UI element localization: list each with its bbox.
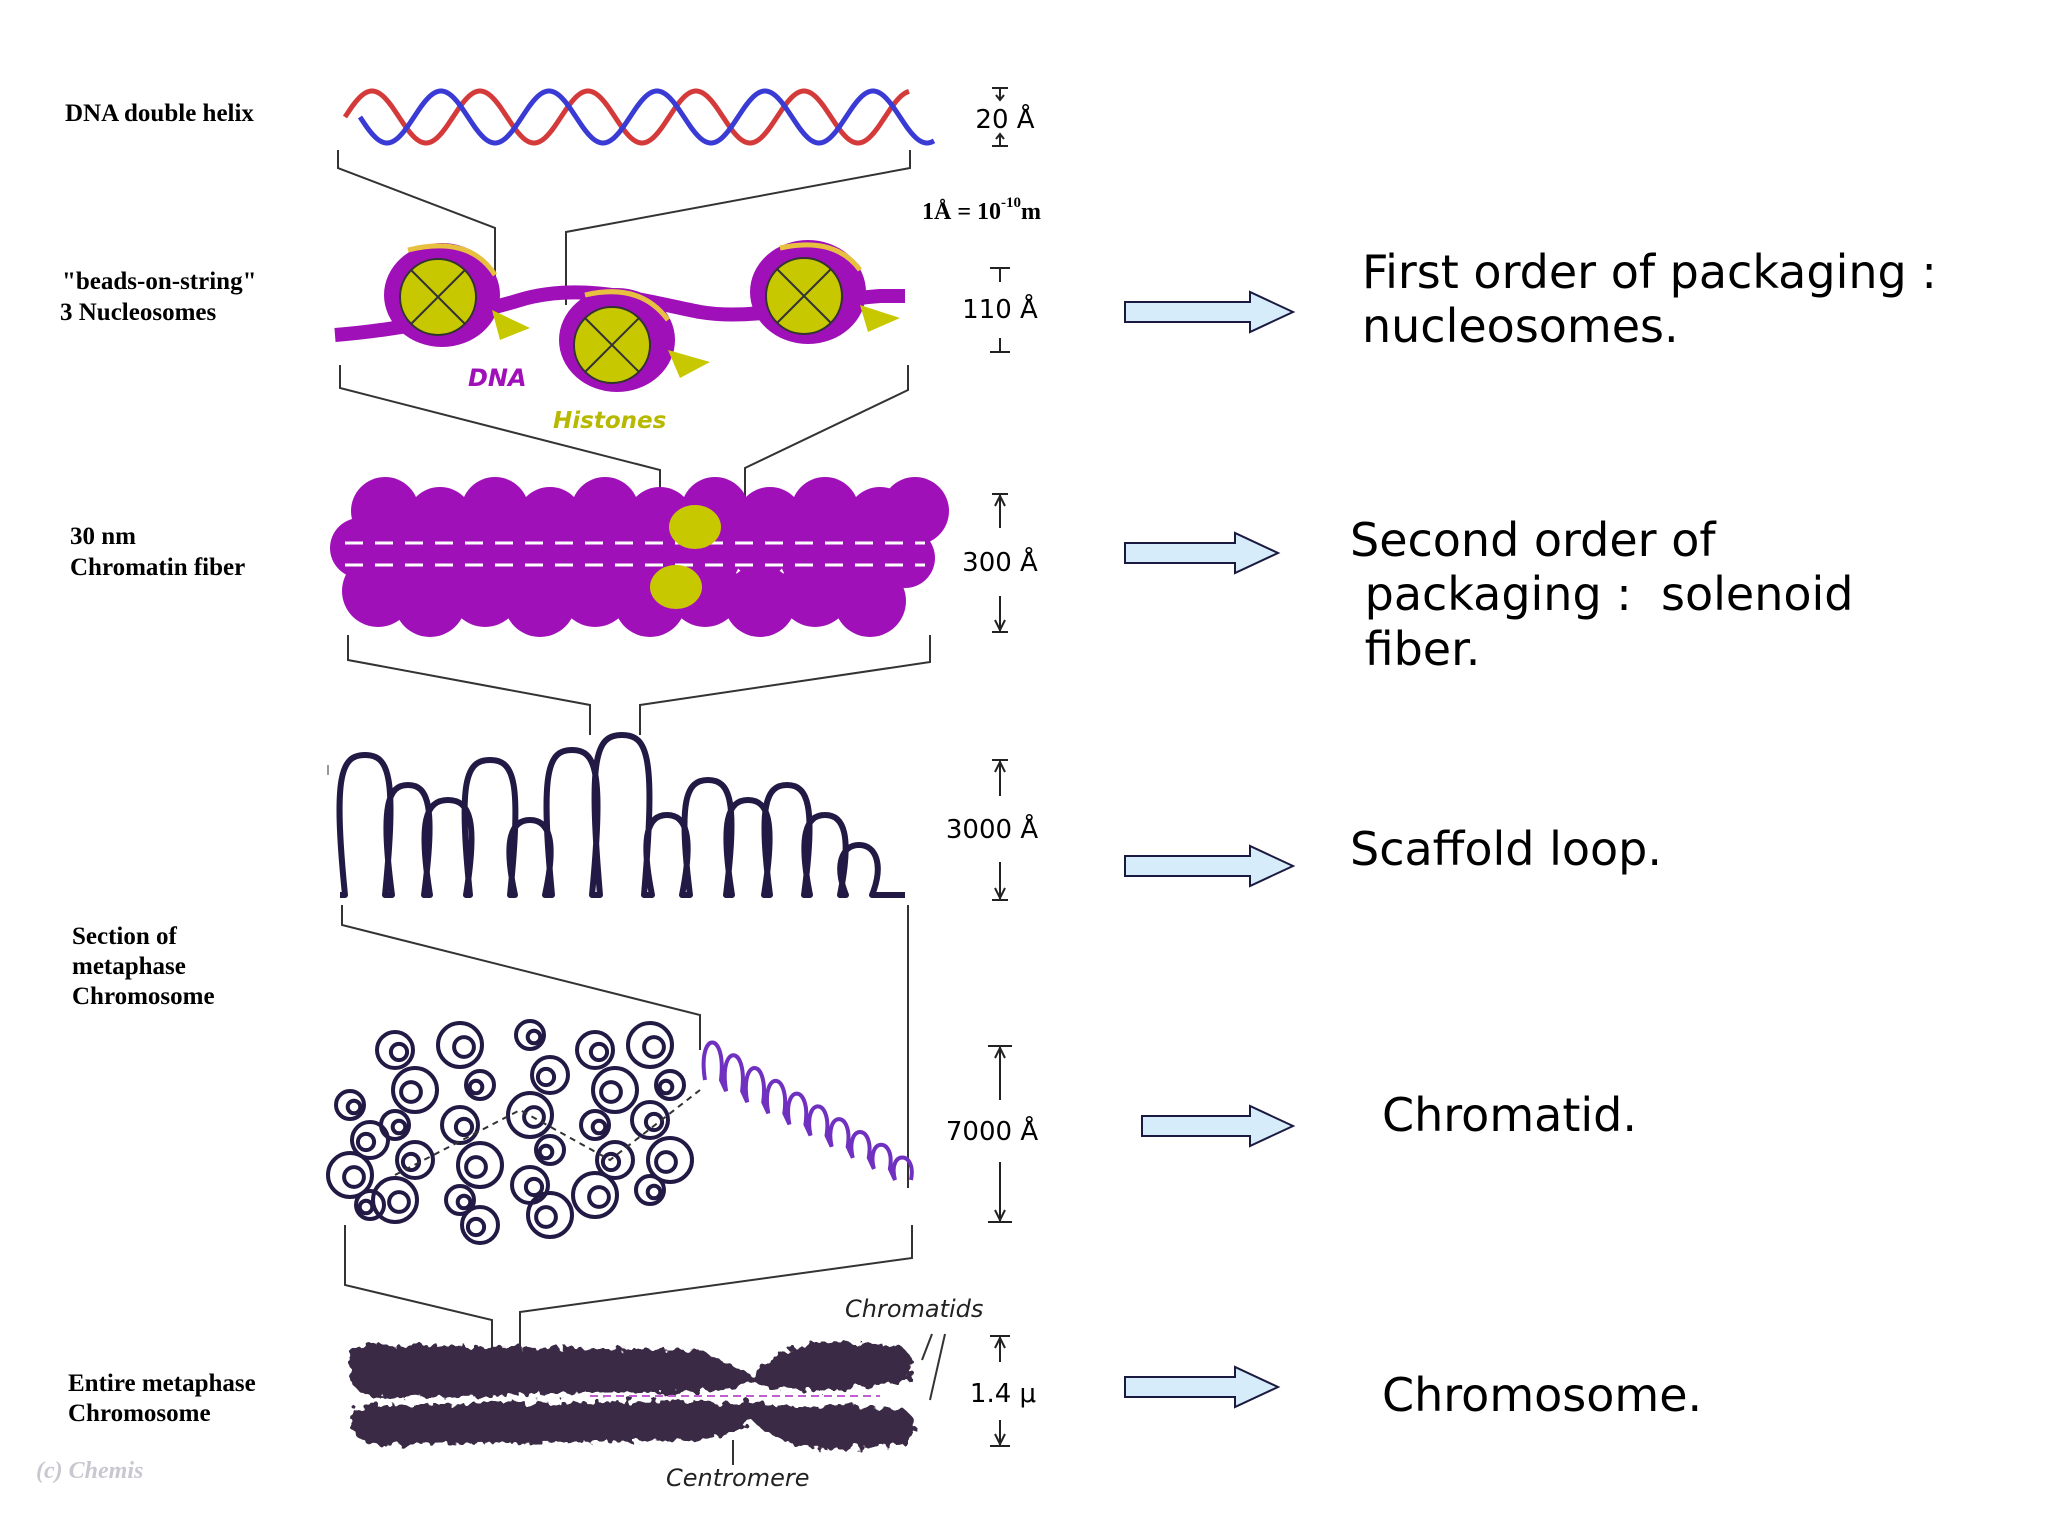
- chromatid-loop-path: [701, 1040, 914, 1181]
- arrow-chromatid: [1141, 1104, 1296, 1148]
- note-chromosome: Chromosome.: [1382, 1368, 1703, 1422]
- label-entire-metaphase: Entire metaphase: [68, 1370, 256, 1397]
- chromatids-pointer: [921, 1333, 946, 1401]
- label-section-of: Section of: [72, 923, 178, 950]
- chromatin-fiber-blobs: [330, 477, 949, 637]
- scale-label-110a: 110 Å: [962, 293, 1038, 325]
- note-scaffold-loop: Scaffold loop.: [1350, 822, 1663, 876]
- label-beads-on-string: "beads-on-string": [62, 268, 256, 295]
- copyright-text: (c) Chemis: [36, 1458, 143, 1484]
- arrow-chromosome: [1124, 1365, 1281, 1409]
- zoom-lines-1: [337, 150, 911, 305]
- arrow-nucleosomes: [1124, 290, 1296, 334]
- nucleosome-2: [559, 288, 710, 392]
- centromere-inline-label: Centromere: [666, 1464, 809, 1492]
- arrow-solenoid: [1124, 531, 1281, 575]
- dna-double-helix: [342, 88, 936, 146]
- note-second-order: Second order of packaging : solenoid fib…: [1350, 513, 1854, 676]
- dna-strand-blue: [357, 88, 936, 146]
- arrow-scaffold: [1124, 844, 1296, 888]
- scaffold-loop-strand: [336, 732, 905, 898]
- note-chromatid: Chromatid.: [1382, 1088, 1637, 1142]
- scaffold-loops: [336, 732, 905, 898]
- dna-strand-red: [342, 88, 910, 146]
- scale-bars: [988, 87, 1012, 1447]
- scale-label-7000a: 7000 Å: [946, 1115, 1038, 1147]
- zoom-lines-3: [347, 635, 931, 735]
- label-entire-chromosome: Chromosome: [68, 1400, 211, 1427]
- unit-note: 1Å = 10-10m: [922, 195, 1041, 225]
- coiled-loops: [326, 1019, 694, 1245]
- label-chromatin-fiber: Chromatin fiber: [70, 554, 245, 581]
- label-dna-double-helix: DNA double helix: [65, 100, 254, 127]
- histone-core-bottom: [650, 565, 702, 609]
- scale-label-20a: 20 Å: [975, 103, 1034, 135]
- label-3-nucleosomes: 3 Nucleosomes: [60, 299, 216, 326]
- arrows: [1124, 290, 1296, 1409]
- zoom-lines-4: [341, 905, 909, 1188]
- chromatid-loop-strand: [701, 1040, 914, 1181]
- nucleosome-3: [750, 240, 900, 344]
- label-30nm: 30 nm: [70, 523, 136, 550]
- note-first-order: First order of packaging : nucleosomes.: [1362, 245, 1937, 354]
- histones-inline-label: Histones: [553, 408, 666, 434]
- nucleosome-1: [384, 243, 530, 347]
- scale-label-3000a: 3000 Å: [946, 813, 1038, 845]
- chromatids-inline-label: Chromatids: [845, 1295, 983, 1323]
- chromatid-upper: [349, 1342, 912, 1398]
- scale-label-300a: 300 Å: [962, 546, 1038, 578]
- histone-core-top: [669, 505, 721, 549]
- metaphase-chromosome: Chromatids Centromere: [349, 1295, 983, 1492]
- zoom-lines-2: [339, 365, 909, 498]
- chromatin-fiber: [330, 477, 949, 637]
- zoom-lines-5: [344, 1225, 913, 1350]
- scale-label-1-4u: 1.4 μ: [970, 1379, 1036, 1409]
- nucleosomes: DNA Histones: [334, 240, 905, 434]
- dna-inline-label: DNA: [468, 364, 527, 392]
- chromosome-section: [326, 1019, 914, 1245]
- label-metaphase: metaphase: [72, 953, 186, 980]
- chromatid-lower: [351, 1400, 915, 1450]
- label-chromosome: Chromosome: [72, 983, 215, 1010]
